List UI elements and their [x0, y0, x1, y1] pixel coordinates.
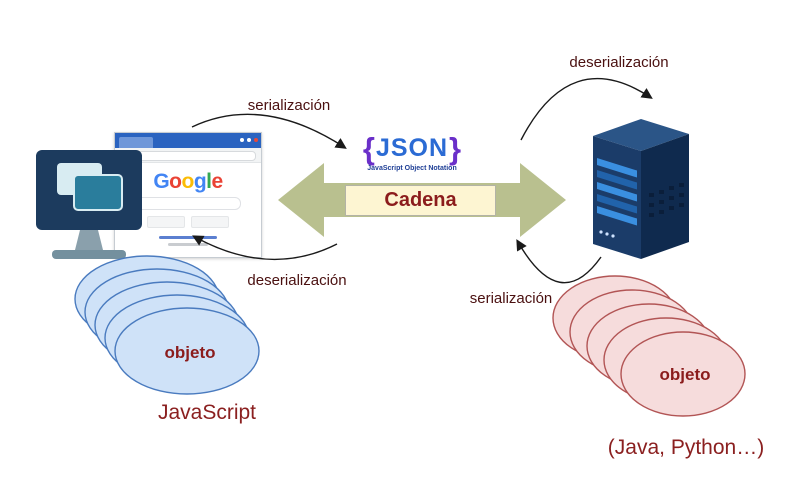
- computer-icon: [36, 150, 142, 259]
- google-search-button: [147, 216, 185, 228]
- google-buttons: [115, 216, 261, 228]
- browser-footer-link: [159, 236, 217, 239]
- maximize-icon: [247, 138, 251, 142]
- server-vents: [649, 183, 684, 217]
- server-object-label: objeto: [659, 365, 711, 384]
- arrow-deserialization-right: [520, 77, 653, 141]
- cadena-box: Cadena: [345, 185, 496, 216]
- close-icon: [254, 138, 258, 142]
- minimize-icon: [240, 138, 244, 142]
- label-deserialization-right: deserialización: [569, 54, 669, 71]
- google-logo-letter: o: [181, 170, 194, 193]
- json-brace-right: }: [449, 131, 462, 166]
- json-logo-subtitle: JavaScript Object Notation: [367, 165, 457, 172]
- label-serialization-right: serialización: [469, 290, 553, 307]
- json-brace-left: {: [362, 131, 375, 166]
- flow-arrows: [191, 77, 653, 284]
- arrow-serialization-right: [516, 239, 602, 284]
- google-lucky-button: [191, 216, 229, 228]
- label-deserialization-left: deserialización: [247, 272, 347, 289]
- browser-window: Google: [114, 132, 262, 258]
- arrow-serialization-left: [191, 113, 347, 149]
- google-logo-letter: g: [193, 170, 207, 193]
- google-logo-letter: e: [211, 170, 223, 193]
- json-logo: { JSON } JavaScript Object Notation: [363, 133, 461, 172]
- google-logo-letter: o: [169, 170, 182, 193]
- server-object-stack: [552, 275, 746, 417]
- server-icon: [593, 119, 689, 259]
- client-object-stack: [74, 255, 260, 395]
- google-logo-letter: G: [153, 170, 170, 193]
- client-object-label: objeto: [164, 343, 216, 362]
- browser-content: Google: [115, 171, 261, 246]
- server-caption: (Java, Python…): [607, 436, 765, 459]
- label-serialization-left: serialización: [247, 97, 331, 114]
- google-logo: Google: [115, 171, 261, 193]
- browser-tab: [119, 137, 153, 148]
- json-logo-row: { JSON }: [363, 133, 461, 164]
- google-logo-letter: l: [206, 170, 212, 193]
- browser-window-controls: [240, 138, 258, 142]
- client-caption: JavaScript: [157, 401, 257, 424]
- json-logo-text: JSON: [375, 134, 449, 162]
- arrow-deserialization-left: [192, 235, 338, 261]
- browser-titlebar: [115, 133, 261, 148]
- browser-footer-text: [168, 243, 208, 246]
